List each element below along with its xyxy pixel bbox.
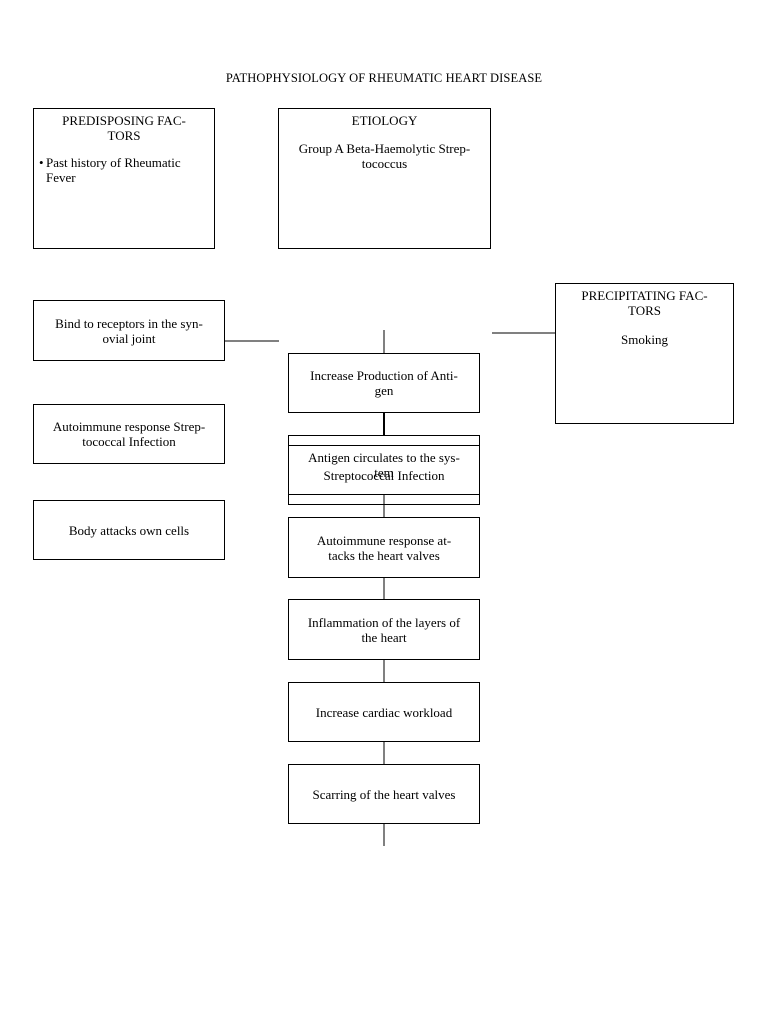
left-box-body-attacks-text: Body attacks own cells bbox=[68, 522, 190, 538]
predisposing-factors-heading: PREDISPOSING FAC- TORS bbox=[62, 113, 186, 143]
predisposing-factors-box: PREDISPOSING FAC- TORS • Past history of… bbox=[33, 108, 215, 249]
etiology-text: Group A Beta-Haemolytic Strep- tococcus bbox=[298, 141, 471, 171]
left-box-bind-receptors: Bind to receptors in the syn- ovial join… bbox=[33, 300, 225, 361]
predisposing-factor-item: • Past history of Rheumatic Fever bbox=[39, 155, 208, 185]
precipitating-factors-text: Smoking bbox=[621, 332, 668, 347]
precipitating-factors-box: PRECIPITATING FAC- TORS Smoking bbox=[555, 283, 734, 424]
flow-box-autoimmune-heart-valves: Autoimmune response at- tacks the heart … bbox=[288, 517, 480, 578]
flow-box-increase-antigen-text: Increase Production of Anti- gen bbox=[310, 368, 458, 398]
predisposing-factor-text: Past history of Rheumatic Fever bbox=[46, 155, 181, 185]
bullet-icon: • bbox=[39, 155, 44, 170]
left-box-body-attacks: Body attacks own cells bbox=[33, 500, 225, 560]
flow-box-autoimmune-heart-valves-text: Autoimmune response at- tacks the heart … bbox=[316, 532, 452, 563]
flow-box-streptococcal-infection-text: Streptococcal Infection bbox=[323, 468, 445, 483]
precipitating-factors-heading: PRECIPITATING FAC- TORS bbox=[581, 288, 708, 318]
flow-box-streptococcal-infection bbox=[288, 445, 480, 505]
flow-box-cardiac-workload-text: Increase cardiac workload bbox=[315, 704, 453, 720]
left-box-autoimmune-response: Autoimmune response Strep- tococcal Infe… bbox=[33, 404, 225, 464]
predisposing-factors-list: • Past history of Rheumatic Fever bbox=[34, 155, 214, 185]
flow-box-antigen-circulates-text: Antigen circulates to the sys- tem bbox=[308, 450, 460, 480]
etiology-heading: ETIOLOGY bbox=[351, 113, 418, 128]
left-box-autoimmune-response-text: Autoimmune response Strep- tococcal Infe… bbox=[52, 419, 206, 449]
left-box-bind-receptors-text: Bind to receptors in the syn- ovial join… bbox=[55, 315, 203, 346]
flow-box-scarring: Scarring of the heart valves bbox=[288, 764, 480, 824]
etiology-box: ETIOLOGY Group A Beta-Haemolytic Strep- … bbox=[278, 108, 491, 249]
flow-box-increase-antigen: Increase Production of Anti- gen bbox=[288, 353, 480, 413]
flow-box-inflammation-text: Inflammation of the layers of the heart bbox=[307, 614, 461, 645]
page-title: PATHOPHYSIOLOGY OF RHEUMATIC HEART DISEA… bbox=[225, 71, 543, 85]
flow-box-cardiac-workload: Increase cardiac workload bbox=[288, 682, 480, 742]
flow-box-scarring-text: Scarring of the heart valves bbox=[312, 786, 456, 802]
flow-box-inflammation: Inflammation of the layers of the heart bbox=[288, 599, 480, 660]
